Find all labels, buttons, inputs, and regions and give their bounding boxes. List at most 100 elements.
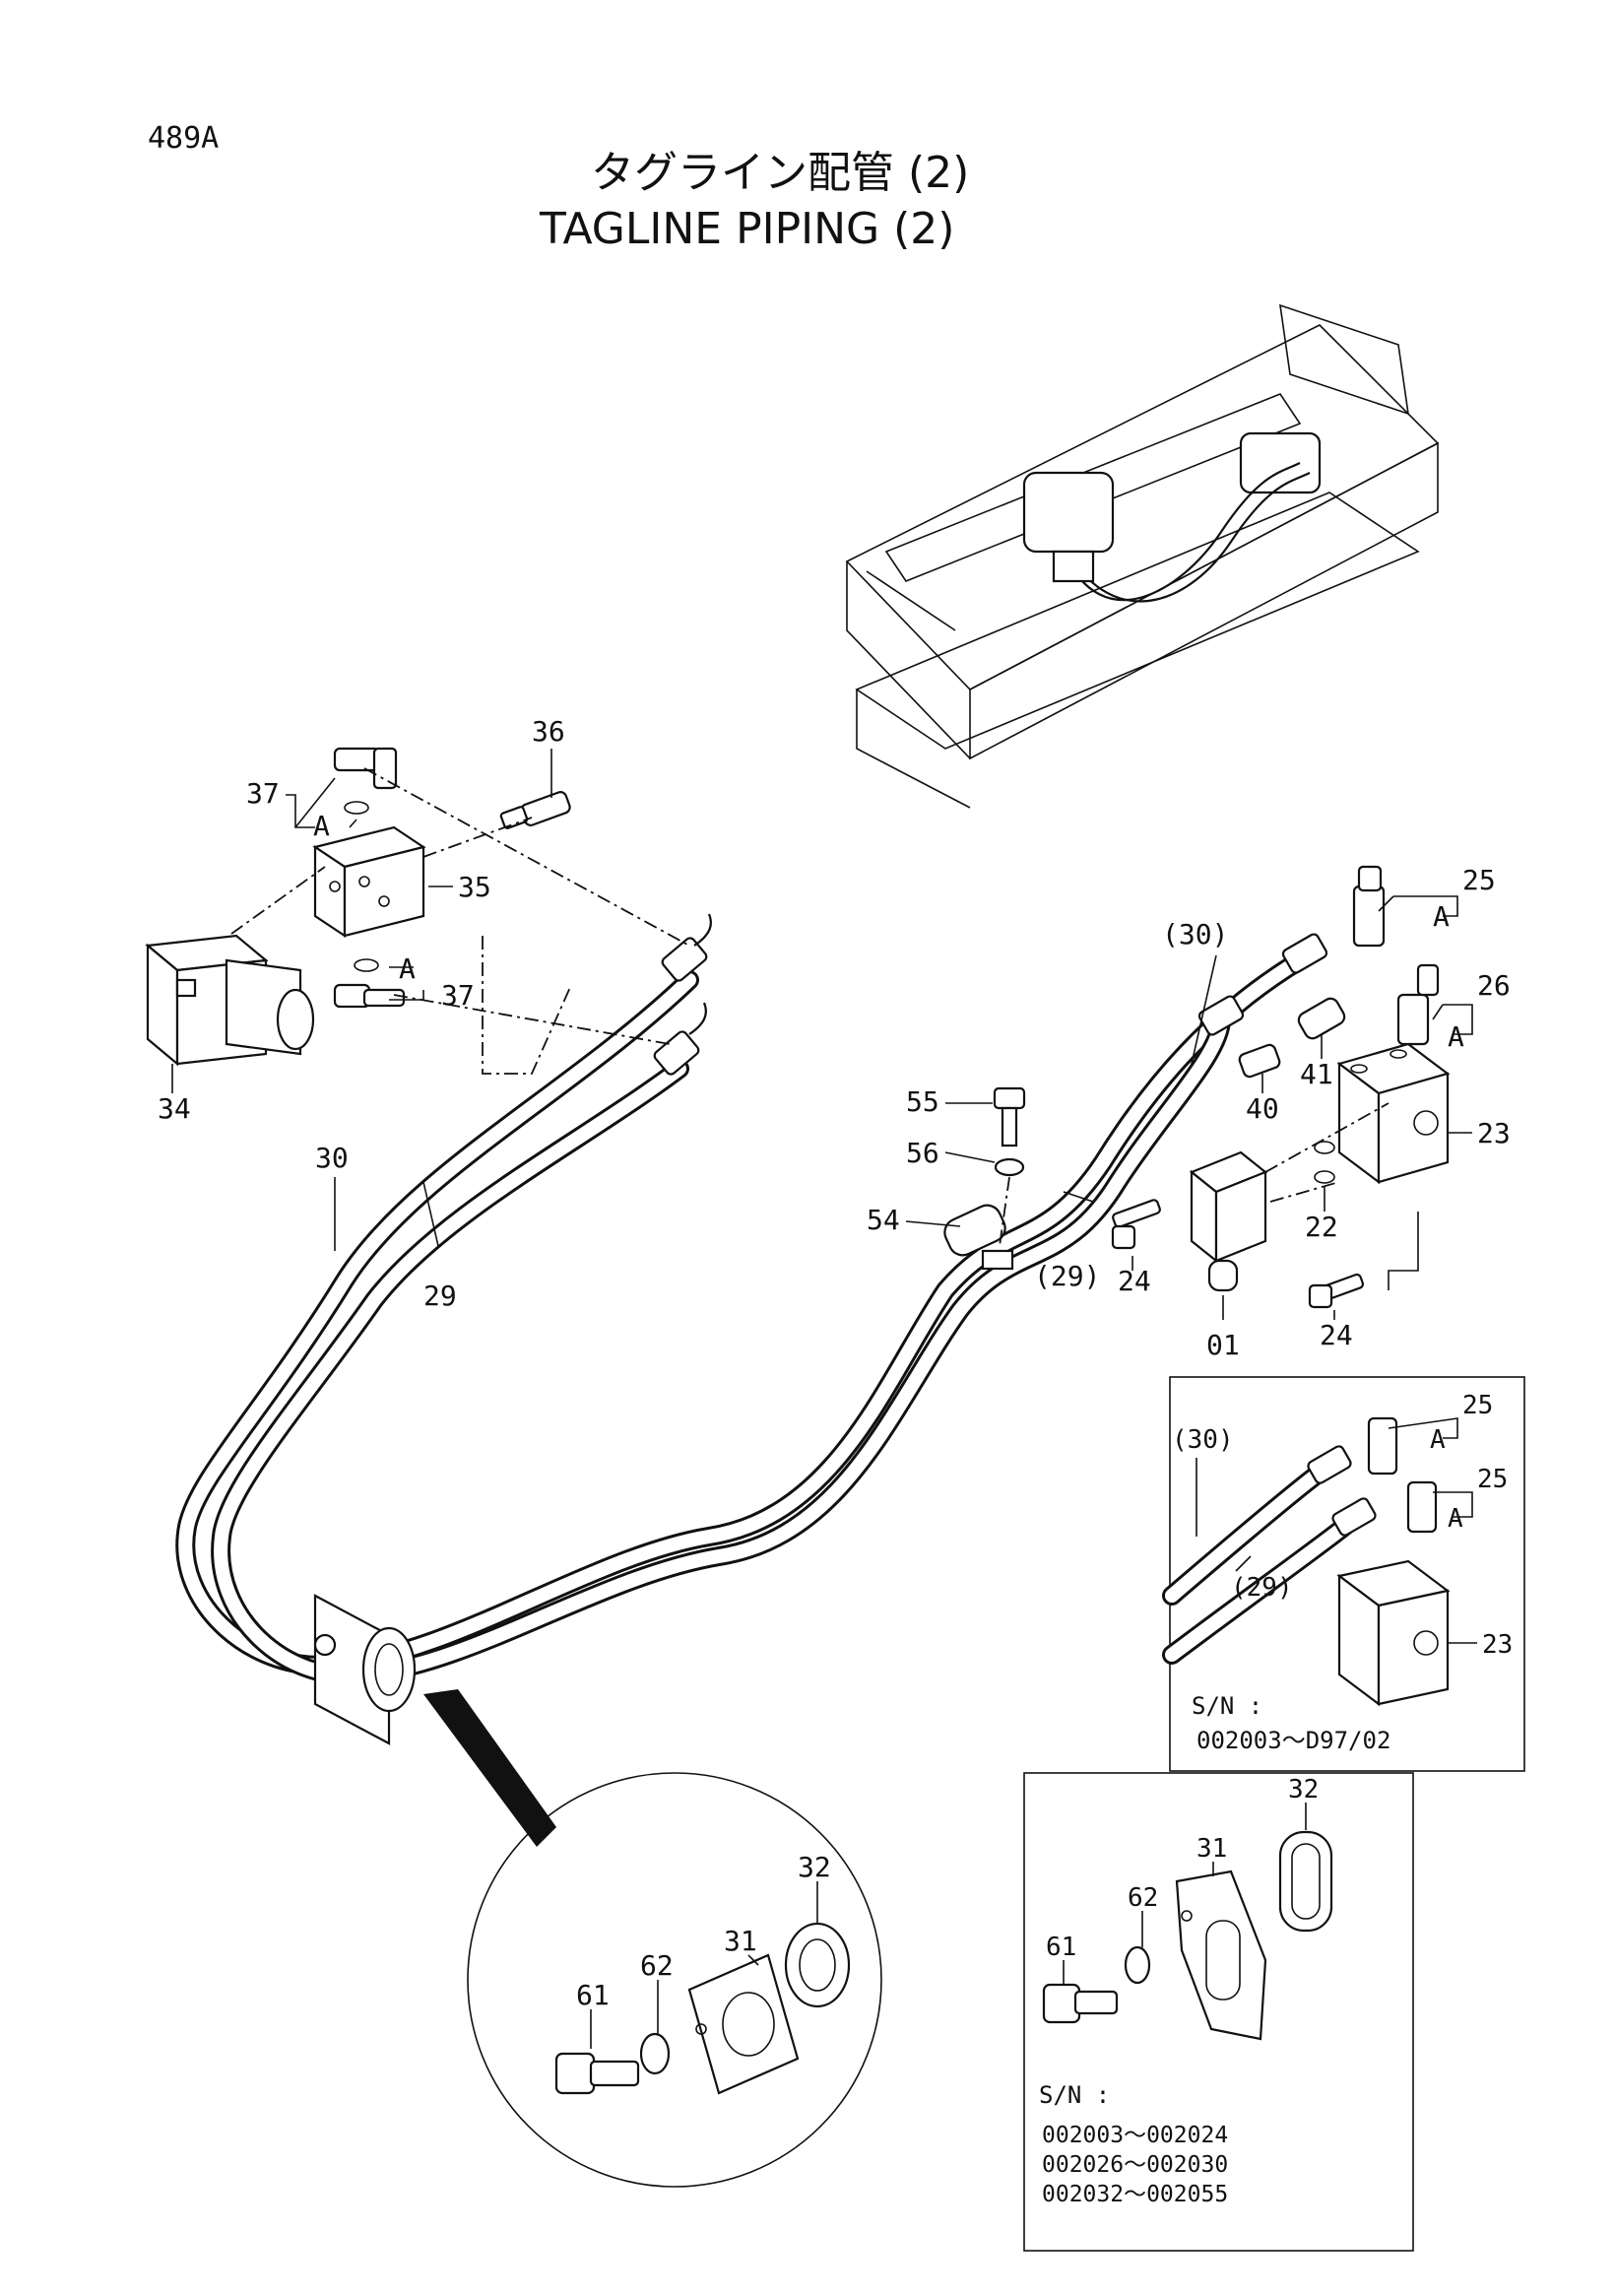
detail-bolt-61 [554,2052,640,2095]
inset-sn-2-labels: 61 62 31 32 S/N : 002003～002024 002026～0… [1039,1775,1319,2207]
hose-clamp-54 [943,1204,1014,1271]
callout-a-25: A [1433,900,1450,933]
callout-a-lower: A [399,952,416,985]
inset-1-block-23 [1336,1559,1451,1707]
inset-1-callout-a-upper: A [1430,1425,1446,1455]
machine-overview-illustration [845,303,1440,809]
hose-fitting-lower-left [653,1002,707,1076]
callout-41: 41 [1300,1058,1333,1090]
callout-36: 36 [532,715,565,748]
detail-circle [467,1772,882,2188]
detail-pointer [423,1689,556,1847]
fitting-40 [1238,1043,1281,1079]
assembly-line [363,767,690,947]
inset-sn-1-labels: 25 A 25 A (30) (29) 23 S/N : 002003～D97/… [1172,1391,1513,1754]
inset-2-callout-32: 32 [1288,1775,1319,1804]
callout-34: 34 [158,1092,191,1125]
inset-2-sn-range-2: 002026～002030 [1042,2152,1228,2178]
assembly-line [999,1176,1010,1247]
callout-55: 55 [906,1085,939,1118]
inset-2-bolt-61 [1042,1983,1119,2024]
callout-56: 56 [906,1137,939,1169]
inset-1-callout-a-lower: A [1448,1504,1463,1534]
inset-2-washer-62 [1124,1945,1151,1985]
bolt-24-lower [1308,1273,1365,1309]
inset-1-callout-30-paren: (30) [1172,1425,1234,1455]
hose-fitting-upper-left [661,913,712,982]
callout-26: 26 [1477,969,1511,1002]
inset-2-grommet-32 [1278,1830,1333,1933]
hose-fitting-lower-right [1197,995,1245,1036]
callout-35: 35 [458,871,491,903]
inset-2-sn-label: S/N : [1039,2081,1110,2109]
fitting-25 [1352,865,1386,948]
callout-40: 40 [1246,1092,1279,1125]
callout-29: 29 [423,1279,457,1312]
callout-30: 30 [315,1142,349,1174]
block-23 [1336,1042,1451,1185]
washer-56 [994,1157,1025,1177]
callout-29-paren: (29) [1034,1260,1100,1292]
inset-sn-2-frame [1023,1772,1414,2252]
inset-1-fitting-25-lower [1406,1480,1438,1534]
assembly-line [482,936,572,1075]
bolt-36 [499,791,571,829]
manifold-35 [312,825,426,939]
inset-2-sn-range-3: 002032～002055 [1042,2182,1228,2207]
callout-25: 25 [1462,864,1496,896]
title-japanese: タグライン配管 (2) [591,148,969,198]
callout-32-detail: 32 [798,1851,831,1883]
detail-plate-31 [687,1953,800,2095]
orings-22 [1314,1141,1335,1184]
callout-22: 22 [1305,1211,1338,1243]
inset-2-callout-62: 62 [1128,1883,1158,1913]
detail-washer-62 [639,2032,671,2075]
inset-2-callout-61: 61 [1046,1933,1076,1962]
hose-fitting-upper-right [1281,933,1328,974]
inset-1-hose-29 [1162,1497,1377,1665]
title-english: TAGLINE PIPING (2) [539,204,954,254]
elbow-37-lower [333,958,406,1009]
callout-01: 01 [1206,1329,1240,1361]
page-code: 489A [148,121,219,156]
callout-a-upper: A [313,810,330,842]
fitting-26 [1396,963,1440,1046]
callout-61-detail: 61 [576,1979,610,2011]
inset-1-fitting-25-upper [1367,1416,1398,1476]
inset-2-plate-31 [1175,1870,1267,2041]
callout-54: 54 [867,1204,900,1236]
inset-1-callout-25-lower: 25 [1477,1465,1508,1494]
assembly-line [393,994,671,1045]
inset-1-callout-23: 23 [1482,1630,1513,1660]
assembly-line [1388,1212,1419,1290]
callout-30-paren: (30) [1162,918,1228,951]
inset-1-callout-29-paren: (29) [1231,1573,1293,1603]
valve-01 [1189,1150,1268,1292]
hose-30 [175,951,1310,1675]
inset-1-callout-25-upper: 25 [1462,1391,1493,1420]
callout-62-detail: 62 [640,1949,674,1982]
leader-lines [171,749,1477,2049]
callout-37-upper: 37 [246,777,280,810]
inset-1-sn-label: S/N : [1192,1692,1262,1720]
inset-1-sn-range: 002003～D97/02 [1196,1727,1390,1754]
fitting-41 [1297,997,1346,1040]
callout-24-upper: 24 [1118,1265,1151,1297]
bolt-24-upper [1111,1199,1161,1250]
assembly-line [1269,1181,1340,1203]
assembly-line [1264,1102,1390,1173]
assembly-line [422,817,533,858]
inset-sn-1-frame [1169,1376,1525,1772]
inset-1-hose-30 [1162,1445,1352,1606]
elbow-37-upper [333,747,398,815]
valve-34 [145,934,315,1067]
callout-a-26: A [1448,1020,1464,1053]
grommet-plate-assembly [313,1594,417,1745]
assembly-line [230,866,326,935]
bolt-55 [993,1086,1026,1148]
callout-23: 23 [1477,1117,1511,1149]
inset-2-callout-31: 31 [1196,1834,1227,1864]
inset-2-sn-range-1: 002003～002024 [1042,2123,1228,2148]
callout-37-lower: 37 [441,979,475,1012]
